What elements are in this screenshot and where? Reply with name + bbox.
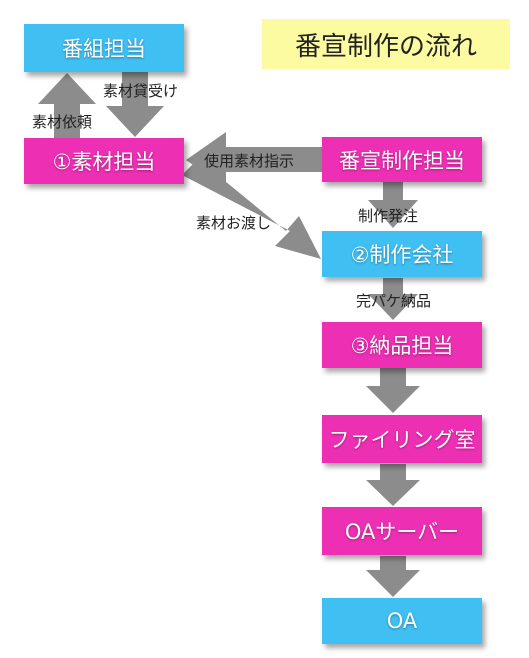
node-oa-server: OAサーバー bbox=[322, 507, 482, 555]
arrow-nouhin bbox=[368, 278, 418, 320]
arrow-watashi bbox=[182, 159, 321, 259]
diagram-title: 番宣制作の流れ bbox=[262, 19, 510, 69]
node-nouhin-tantou: ③納品担当 bbox=[322, 322, 482, 368]
label-shiyou-sozai-shiji: 使用素材指示 bbox=[204, 152, 295, 170]
arrow-to-filing bbox=[366, 368, 420, 413]
node-bangumi-tantou: 番組担当 bbox=[24, 24, 184, 72]
node-bansen-seisaku-tantou: 番宣制作担当 bbox=[322, 137, 482, 182]
label-sozai-owatashi: 素材お渡し bbox=[196, 214, 272, 232]
node-seisaku-gaisha: ②制作会社 bbox=[322, 231, 482, 277]
arrow-to-oa-server bbox=[366, 464, 420, 506]
arrow-hacchu bbox=[368, 182, 418, 228]
arrow-kashiuke bbox=[106, 72, 164, 137]
label-sozai-kashiuke: 素材貸受け bbox=[103, 82, 179, 100]
arrow-to-oa bbox=[366, 556, 420, 597]
node-filing-room: ファイリング室 bbox=[322, 415, 482, 463]
node-sozai-tantou: ①素材担当 bbox=[24, 138, 184, 184]
arrow-shiji bbox=[186, 132, 322, 188]
label-seisaku-hacchu: 制作発注 bbox=[358, 207, 419, 225]
label-sozai-irai: 素材依頼 bbox=[32, 113, 93, 131]
arrow-irai bbox=[38, 73, 96, 138]
node-oa: OA bbox=[322, 598, 482, 644]
label-kanpake-nouhin: 完パケ納品 bbox=[356, 292, 432, 310]
